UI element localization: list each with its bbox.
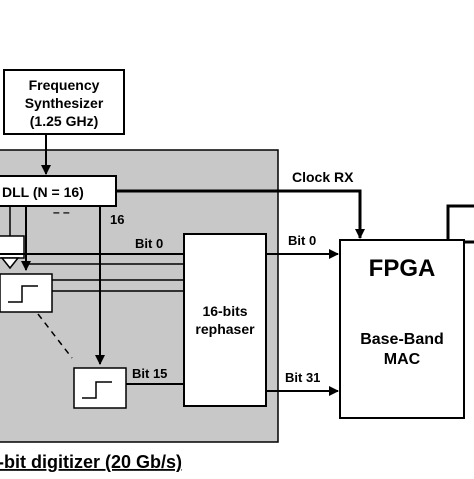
comparator-top-triangle [0, 257, 20, 270]
comparator-16-step-icon [82, 381, 112, 399]
tap-count-label: 16 [110, 212, 124, 227]
bit15-input-label: Bit 15 [132, 366, 167, 381]
dll-label: DLL (N = 16) [2, 184, 84, 200]
rephaser-label-line1: 16-bits [202, 303, 247, 319]
rephaser-label-line2: rephaser [195, 321, 255, 337]
digitizer-caption: -bit digitizer (20 Gb/s) [0, 452, 182, 472]
bit0-output-label: Bit 0 [288, 233, 316, 248]
tap-dashes: – – [53, 205, 70, 219]
fpga-box [339, 239, 465, 419]
fpga-label-line1: Base-Band [360, 331, 444, 348]
bit0-input-label: Bit 0 [135, 236, 163, 251]
fpga-title: FPGA [369, 255, 436, 282]
bit31-output-label: Bit 31 [285, 370, 320, 385]
frequency-synthesizer-box [3, 69, 125, 135]
comparator-2-step-icon [8, 285, 38, 303]
clock-rx-line [116, 189, 365, 239]
synth-label-line2: Synthesizer [25, 95, 104, 111]
comparator-2 [0, 273, 53, 313]
fpga-right-bracket [446, 204, 474, 240]
rephaser-box [183, 233, 267, 407]
synth-label-line3: (1.25 GHz) [30, 113, 98, 129]
clock-rx-label: Clock RX [292, 169, 354, 185]
comparator-ellipsis [37, 313, 73, 359]
comparator-16 [73, 367, 127, 409]
fpga-label-line2: MAC [384, 351, 421, 368]
synth-label-line1: Frequency [29, 77, 100, 93]
